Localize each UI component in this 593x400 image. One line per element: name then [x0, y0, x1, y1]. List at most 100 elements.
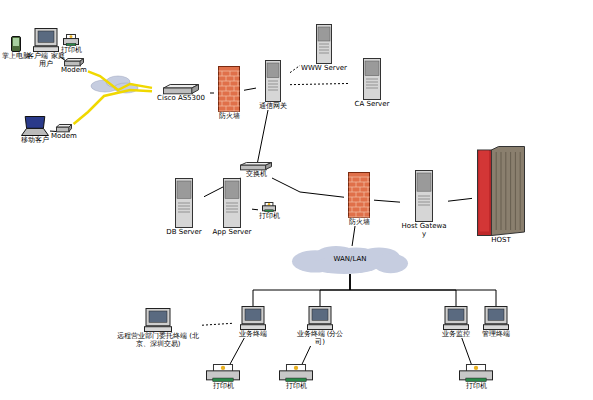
network-link — [230, 338, 244, 364]
switch-icon — [241, 163, 272, 170]
device-illustration — [483, 306, 509, 330]
pc-node: 业务终端 — [232, 306, 274, 338]
router-node: Cisco AS5300 — [152, 84, 210, 102]
device-label: Modem — [50, 132, 78, 140]
device-label: DB Server — [164, 228, 204, 236]
device-illustration — [218, 66, 240, 112]
pc-icon — [444, 307, 469, 330]
router-icon — [164, 85, 199, 94]
pda-icon — [12, 37, 21, 52]
device-illustration — [307, 306, 333, 330]
host-icon — [478, 147, 525, 236]
firewall-icon — [219, 67, 240, 112]
server-node: App Server — [212, 178, 252, 236]
device-label: Modem — [60, 66, 88, 74]
device-illustration — [33, 28, 59, 52]
device-label: 业务监控 — [436, 330, 476, 338]
device-label: 客户端 家庭用户 — [24, 52, 68, 68]
server-icon — [224, 179, 241, 228]
printer-icon — [280, 365, 313, 382]
device-illustration — [144, 308, 172, 332]
pda-node: 掌上电脑 — [2, 36, 30, 60]
device-label: 业务终端 (分公司) — [296, 330, 344, 346]
pc-node: 业务监控 — [436, 306, 476, 338]
device-illustration — [64, 58, 84, 66]
server-icon — [317, 25, 332, 64]
device-label: 打印机 — [258, 212, 280, 220]
pc-icon — [484, 307, 509, 330]
device-illustration — [316, 24, 332, 64]
printer-node: 打印机 — [455, 364, 497, 390]
server-node: Host Gateway — [400, 170, 448, 238]
modem-node: Modem — [50, 124, 78, 140]
device-illustration — [163, 84, 199, 94]
server-node: 通信网关 — [256, 60, 290, 110]
modem-node: Modem — [60, 58, 88, 74]
device-label: WWW Server — [300, 64, 348, 72]
modem-icon — [65, 59, 84, 66]
pc-icon — [308, 307, 333, 330]
device-illustration — [262, 202, 276, 212]
device-label: App Server — [212, 228, 252, 236]
pc-icon — [145, 309, 172, 332]
pc-node: 管理终端 — [476, 306, 516, 338]
server-node: DB Server — [164, 178, 204, 236]
server-node: CA Server — [350, 58, 394, 108]
network-link — [252, 209, 258, 211]
cloud-icon — [292, 246, 408, 274]
network-link — [462, 338, 471, 364]
wireless-link — [74, 90, 152, 124]
network-link — [374, 200, 400, 202]
device-illustration — [363, 58, 381, 100]
device-label: 打印机 — [202, 382, 244, 390]
device-illustration — [459, 364, 493, 382]
printer-icon — [263, 203, 276, 212]
printer-node: 打印机 — [58, 34, 84, 54]
pc-icon — [34, 29, 59, 52]
device-illustration — [240, 162, 272, 170]
printer-icon — [207, 365, 240, 382]
pc-node: 业务终端 (分公司) — [296, 306, 344, 346]
network-link — [302, 346, 310, 364]
device-label: 打印机 — [455, 382, 497, 390]
device-label: HOST — [472, 236, 530, 244]
server-icon — [176, 179, 193, 228]
network-link — [320, 274, 350, 306]
modem-icon — [57, 125, 72, 132]
device-label: Host Gateway — [400, 222, 448, 238]
host-node: HOST — [472, 146, 530, 244]
device-label: 业务终端 — [232, 330, 274, 338]
printer-icon — [64, 35, 79, 46]
device-illustration — [223, 178, 241, 228]
firewall-node: 防火墙 — [344, 172, 374, 226]
network-link — [244, 88, 256, 90]
device-illustration — [21, 116, 49, 136]
device-label: 打印机 — [58, 46, 84, 54]
device-label: 防火墙 — [214, 112, 244, 120]
device-label: 移动客户 — [14, 136, 56, 144]
device-illustration — [443, 306, 469, 330]
server-icon — [266, 61, 281, 102]
server-node: WWW Server — [300, 24, 348, 72]
device-illustration — [206, 364, 240, 382]
laptop-node: 移动客户 — [14, 116, 56, 144]
device-illustration — [240, 306, 266, 330]
printer-node: 打印机 — [258, 202, 280, 220]
network-link — [352, 226, 355, 246]
device-label: 远程营业部门委托终端 (北京、深圳交易) — [114, 332, 202, 348]
device-illustration — [11, 36, 21, 52]
device-illustration — [279, 364, 313, 382]
switch-node: 交换机 — [236, 162, 276, 178]
device-label: 交换机 — [236, 170, 276, 178]
network-link — [272, 178, 344, 197]
wireless-link — [88, 71, 152, 90]
device-illustration — [348, 172, 370, 218]
firewall-node: 防火墙 — [214, 66, 244, 120]
device-illustration — [56, 124, 72, 132]
device-illustration — [415, 170, 433, 222]
device-label: 防火墙 — [344, 218, 374, 226]
server-icon — [364, 59, 381, 100]
network-link — [258, 110, 268, 162]
printer-node: 打印机 — [275, 364, 317, 390]
